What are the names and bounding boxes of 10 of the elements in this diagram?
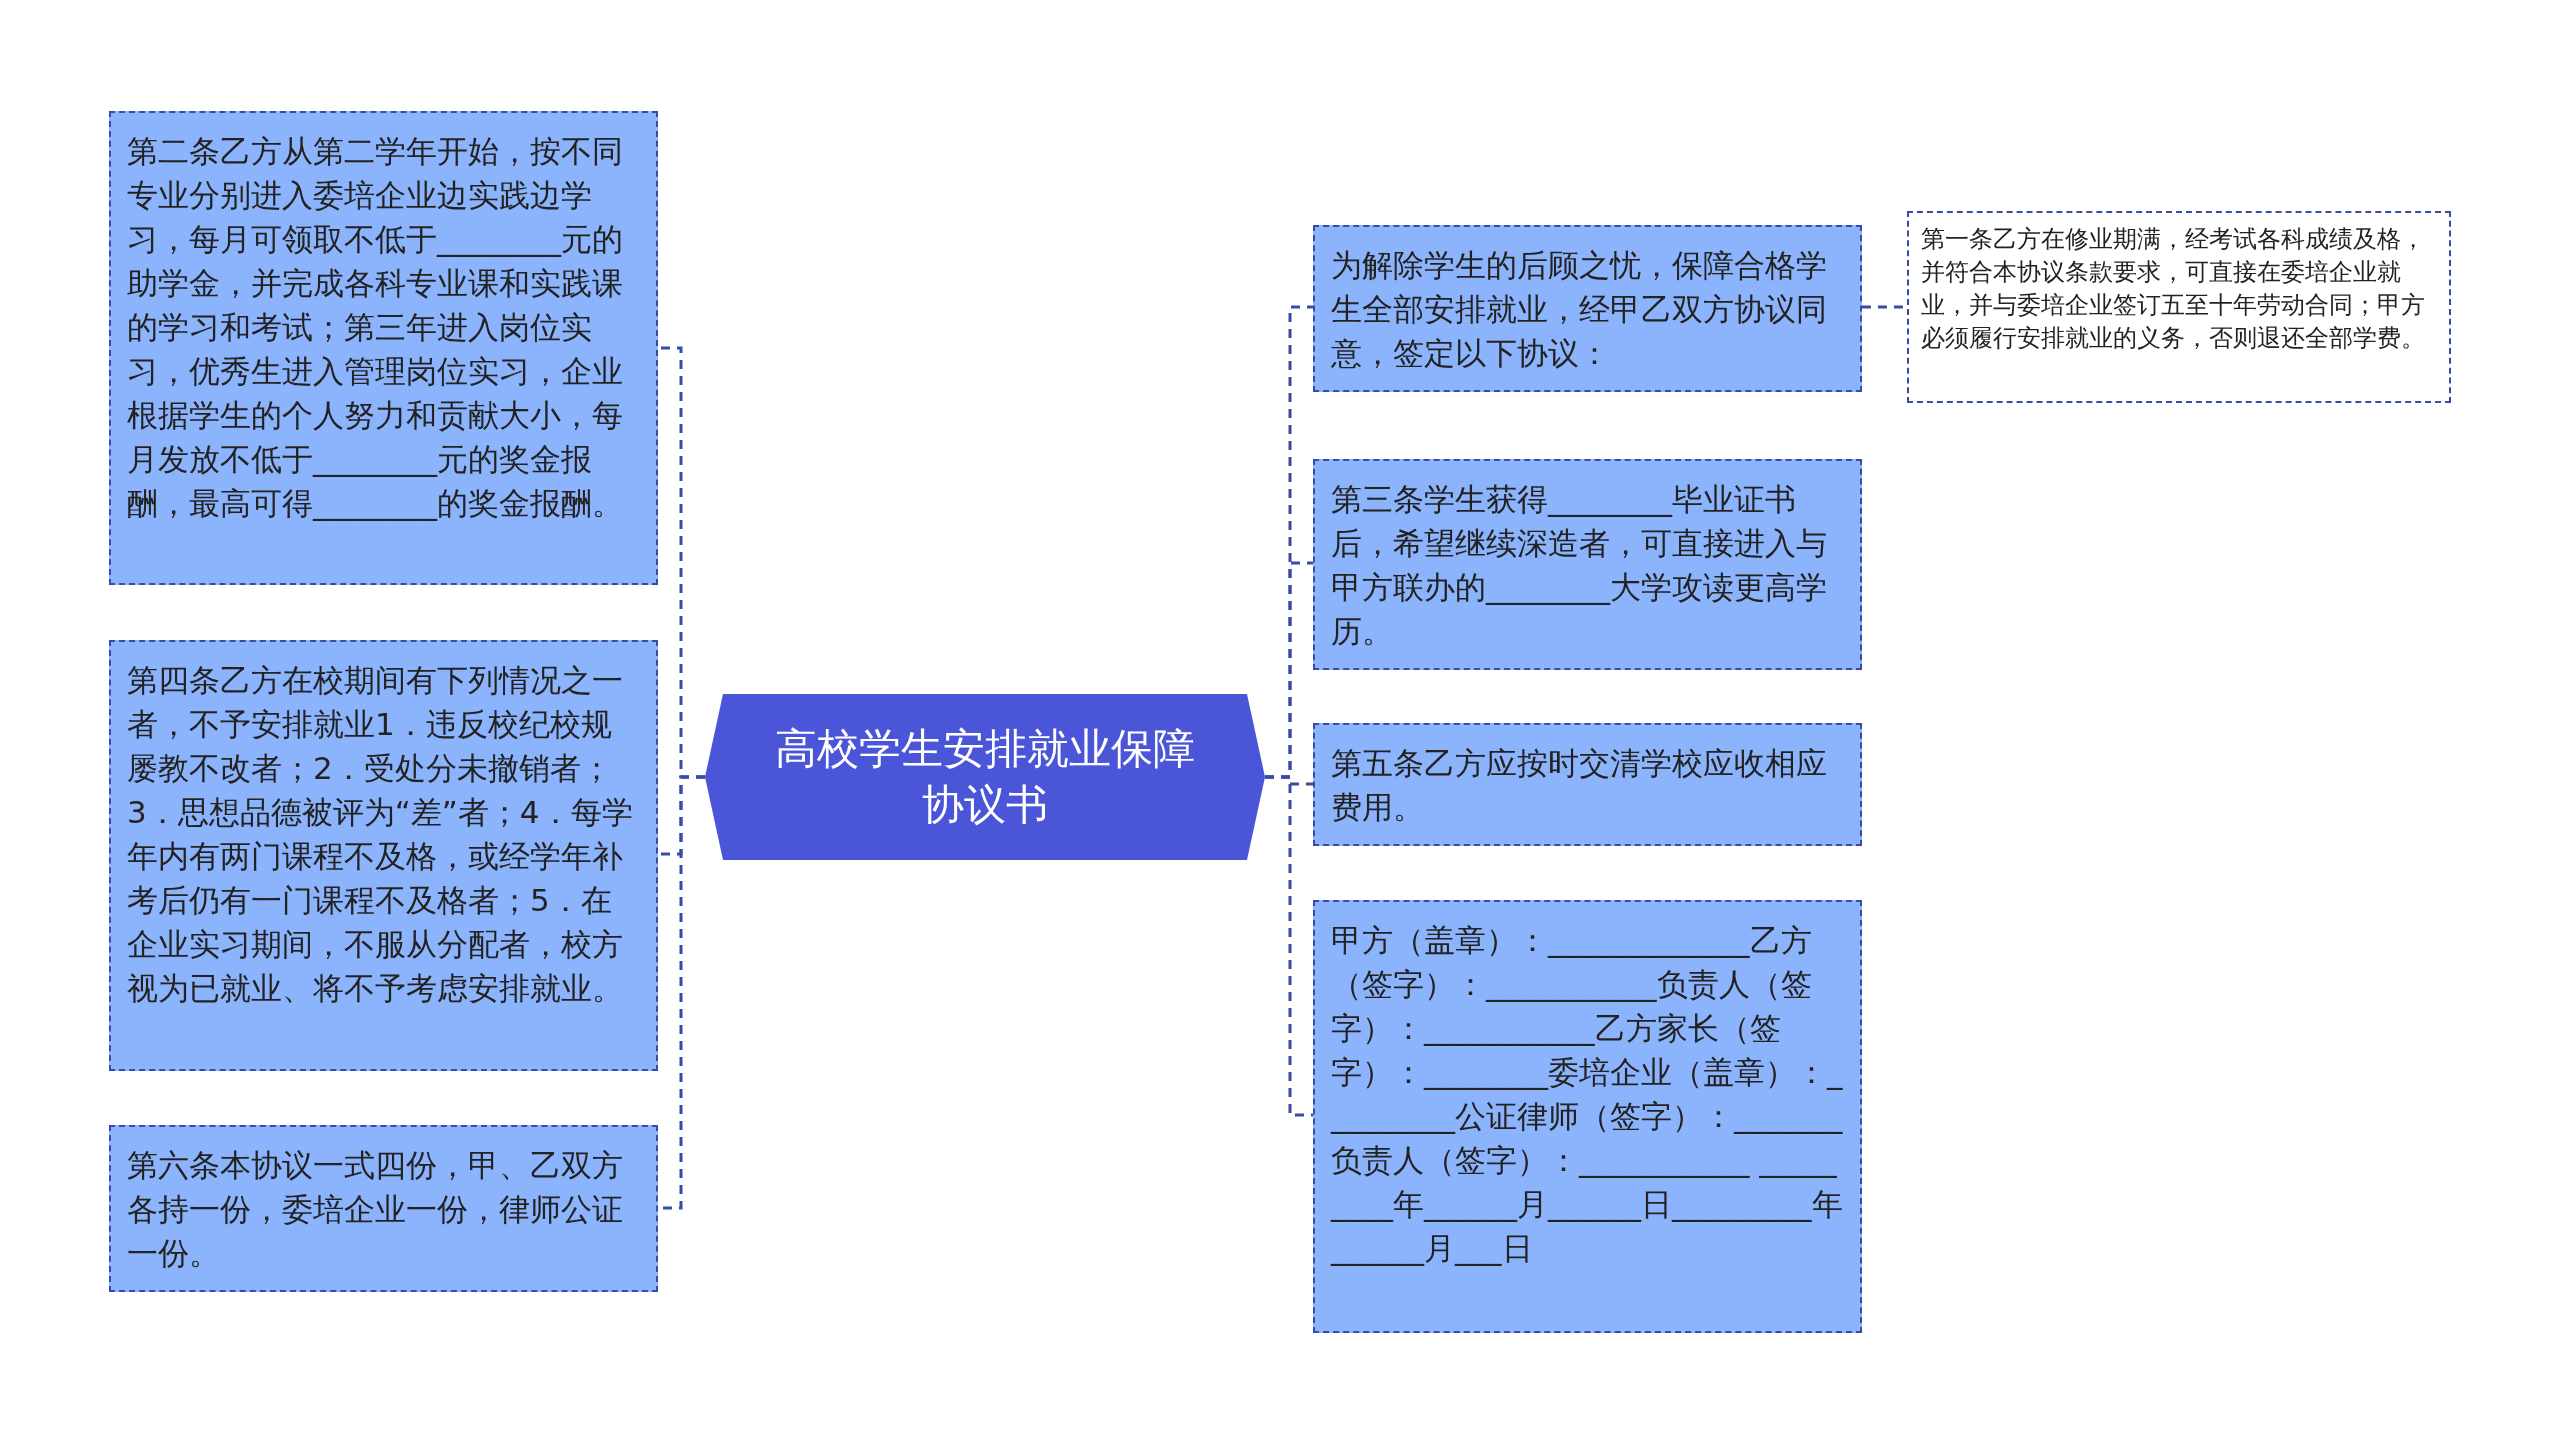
title-banner: 高校学生安排就业保障协议书 [705,694,1265,860]
clause-box: 第二条乙方从第二学年开始，按不同专业分别进入委培企业边实践边学习，每月可领取不低于________元的助学金，并完成各科专业课和实践课的学习和考试；第三年进入岗位实习，优秀生进入管理岗位实习，企业根据学生的个人努力和贡献大小，每月发放不低于________元的奖金报酬，最高可得________的奖金报酬。 [109,111,658,585]
clause-box: 第五条乙方应按时交清学校应收相应费用。 [1313,723,1862,846]
clause-box: 第四条乙方在校期间有下列情况之一者，不予安排就业1．违反校纪校规屡教不改者；2．受处分未撤销者；3．思想品德被评为“差”者；4．每学年内有两门课程不及格，或经学年补考后仍有一门课程不及格者；5．在企业实习期间，不服从分配者，校方视为已就业、将不予考虑安排就业。 [109,640,658,1071]
clause-box: 甲方（盖章）：_____________乙方（签字）：___________负责人（签字）：___________乙方家长（签字）：________委培企业（盖章）：_________公证律师（签字）：_______负责人（签字）：___________ _________年______月______日_________年______月___日 [1313,900,1862,1333]
note-box: 第一条乙方在修业期满，经考试各科成绩及格，并符合本协议条款要求，可直接在委培企业就业，并与委培企业签订五至十年劳动合同；甲方必须履行安排就业的义务，否则退还全部学费。 [1907,211,2451,403]
connector [1265,775,1313,1117]
clause-box: 第六条本协议一式四份，甲、乙双方各持一份，委培企业一份，律师公证一份。 [109,1125,658,1292]
clause-box: 第三条学生获得________毕业证书后，希望继续深造者，可直接进入与甲方联办的________大学攻读更高学历。 [1313,459,1862,670]
clause-box: 为解除学生的后顾之忧，保障合格学生全部安排就业，经甲乙双方协议同意，签定以下协议： [1313,225,1862,392]
